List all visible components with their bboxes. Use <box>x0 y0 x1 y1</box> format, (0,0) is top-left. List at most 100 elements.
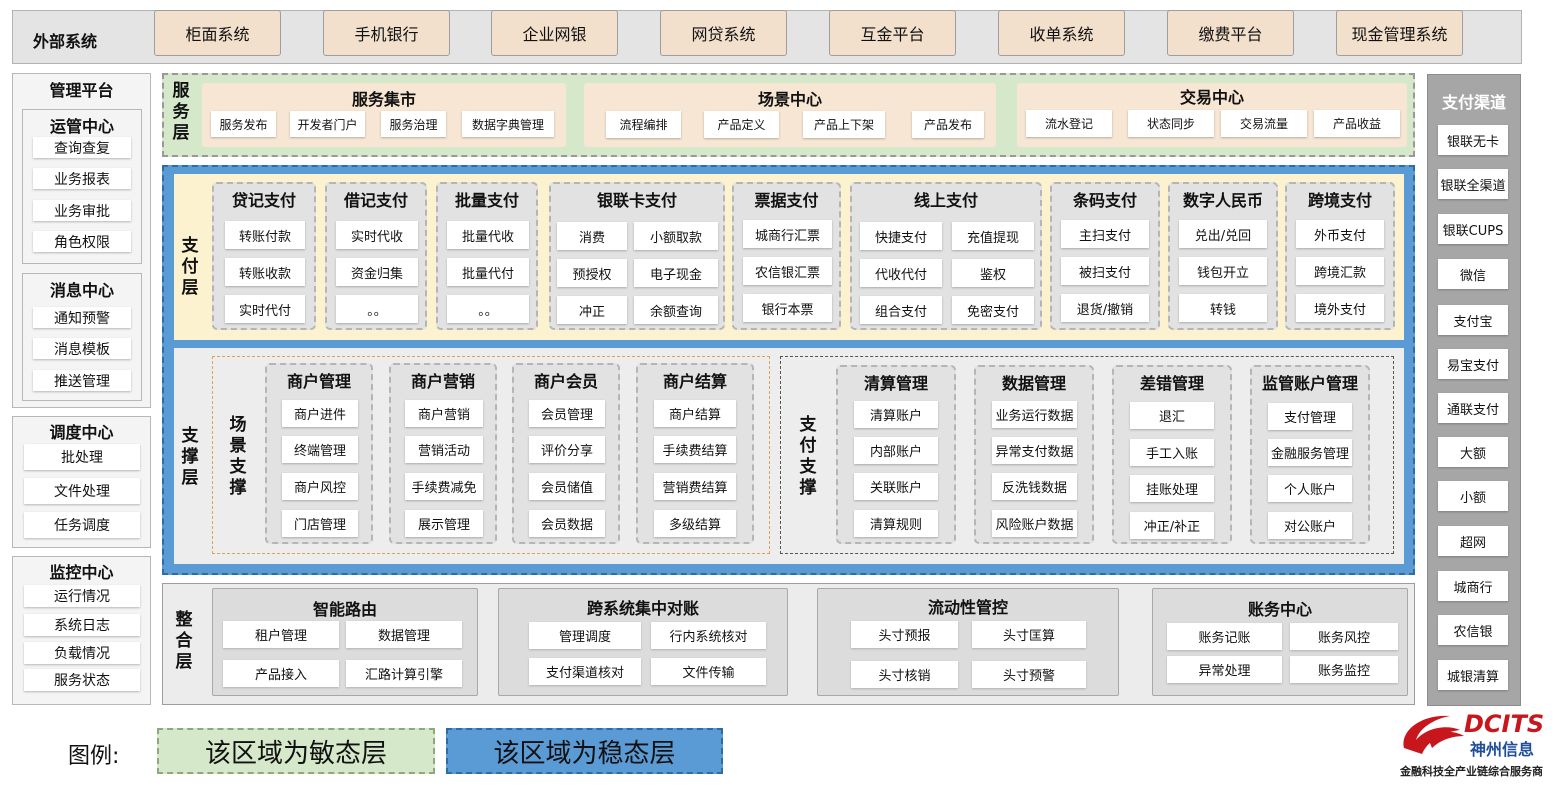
channel-unionpay-all[interactable]: 银联全渠道 <box>1438 169 1508 199</box>
pay-unionpay-item-2[interactable]: 小额取款 <box>634 222 718 250</box>
pay-barcode-item-3[interactable]: 退货/撤销 <box>1061 294 1149 322</box>
service-market-dev-portal[interactable]: 开发者门户 <box>290 111 365 137</box>
pay-ecny-item-2[interactable]: 钱包开立 <box>1179 257 1267 285</box>
errors-item-4[interactable]: 冲正/补正 <box>1130 512 1214 539</box>
pay-online-item-3[interactable]: 代收代付 <box>860 259 942 287</box>
pay-credit-item-2[interactable]: 转账收款 <box>225 258 305 286</box>
merchant-settlement-item-2[interactable]: 手续费结算 <box>654 436 736 463</box>
merchant-mgmt-item-2[interactable]: 终端管理 <box>282 436 358 463</box>
merchant-settlement-item-4[interactable]: 多级结算 <box>654 510 736 537</box>
accounting-item-1[interactable]: 账务记账 <box>1167 623 1282 650</box>
routing-item-3[interactable]: 产品接入 <box>223 660 339 687</box>
scene-center-orchestration[interactable]: 流程编排 <box>606 111 681 138</box>
channel-wechat[interactable]: 微信 <box>1438 259 1508 289</box>
trade-center-flow[interactable]: 交易流量 <box>1221 110 1307 137</box>
custody-item-3[interactable]: 个人账户 <box>1268 475 1352 502</box>
merchant-settlement-item-3[interactable]: 营销费结算 <box>654 473 736 500</box>
pay-barcode-item-1[interactable]: 主扫支付 <box>1061 220 1149 248</box>
errors-item-3[interactable]: 挂账处理 <box>1130 475 1214 502</box>
mgmt-item-tasks[interactable]: 任务调度 <box>24 512 140 538</box>
external-system-counter[interactable]: 柜面系统 <box>154 10 281 56</box>
merchant-mgmt-item-1[interactable]: 商户进件 <box>282 400 358 427</box>
merchant-marketing-item-3[interactable]: 手续费减免 <box>405 473 483 500</box>
pay-credit-item-3[interactable]: 实时代付 <box>225 295 305 323</box>
channel-yeepay[interactable]: 易宝支付 <box>1438 349 1508 379</box>
mgmt-item-push[interactable]: 推送管理 <box>33 370 131 391</box>
mgmt-item-running[interactable]: 运行情况 <box>24 585 140 607</box>
custody-item-4[interactable]: 对公账户 <box>1268 512 1352 539</box>
mgmt-item-notify[interactable]: 通知预警 <box>33 307 131 328</box>
external-system-cash-management[interactable]: 现金管理系统 <box>1336 10 1463 56</box>
merchant-member-item-4[interactable]: 会员数据 <box>529 510 605 537</box>
liquidity-item-3[interactable]: 头寸核销 <box>851 661 958 688</box>
data-mgmt-item-2[interactable]: 异常支付数据 <box>992 437 1077 464</box>
scene-center-product-define[interactable]: 产品定义 <box>704 111 779 138</box>
liquidity-item-1[interactable]: 头寸预报 <box>851 621 958 648</box>
mgmt-item-logs[interactable]: 系统日志 <box>24 614 140 636</box>
data-mgmt-item-3[interactable]: 反洗钱数据 <box>992 473 1077 500</box>
channel-small-value[interactable]: 小额 <box>1438 481 1508 511</box>
external-system-internet-finance[interactable]: 互金平台 <box>829 10 956 56</box>
mgmt-item-reports[interactable]: 业务报表 <box>33 168 131 189</box>
channel-city-clearing[interactable]: 城银清算 <box>1438 660 1508 690</box>
liquidity-item-2[interactable]: 头寸匡算 <box>972 621 1086 648</box>
channel-allinpay[interactable]: 通联支付 <box>1438 393 1508 423</box>
pay-debit-item-3[interactable]: 。。 <box>336 295 418 323</box>
external-system-acquiring[interactable]: 收单系统 <box>998 10 1125 56</box>
pay-online-item-1[interactable]: 快捷支付 <box>860 222 942 250</box>
merchant-member-item-1[interactable]: 会员管理 <box>529 400 605 427</box>
pay-unionpay-item-4[interactable]: 电子现金 <box>634 259 718 287</box>
service-market-dictionary[interactable]: 数据字典管理 <box>462 111 554 137</box>
clearing-item-1[interactable]: 清算账户 <box>854 401 938 428</box>
merchant-settlement-item-1[interactable]: 商户结算 <box>654 400 736 427</box>
trade-center-revenue[interactable]: 产品收益 <box>1314 110 1400 137</box>
errors-item-2[interactable]: 手工入账 <box>1130 439 1214 466</box>
reconcile-item-2[interactable]: 行内系统核对 <box>651 622 766 649</box>
accounting-item-3[interactable]: 异常处理 <box>1167 656 1282 683</box>
pay-unionpay-item-3[interactable]: 预授权 <box>557 259 627 287</box>
pay-unionpay-item-5[interactable]: 冲正 <box>557 296 627 324</box>
channel-large-value[interactable]: 大额 <box>1438 437 1508 467</box>
pay-online-item-2[interactable]: 充值提现 <box>952 222 1034 250</box>
mgmt-item-batch[interactable]: 批处理 <box>24 444 140 470</box>
merchant-mgmt-item-4[interactable]: 门店管理 <box>282 510 358 537</box>
mgmt-item-templates[interactable]: 消息模板 <box>33 338 131 359</box>
pay-batch-item-2[interactable]: 批量代付 <box>447 258 529 286</box>
pay-unionpay-item-6[interactable]: 余额查询 <box>634 296 718 324</box>
service-market-governance[interactable]: 服务治理 <box>381 111 446 137</box>
channel-city-banks[interactable]: 城商行 <box>1438 571 1508 601</box>
liquidity-item-4[interactable]: 头寸预警 <box>972 661 1086 688</box>
mgmt-item-roles[interactable]: 角色权限 <box>33 231 131 252</box>
pay-credit-item-1[interactable]: 转账付款 <box>225 221 305 249</box>
custody-item-2[interactable]: 金融服务管理 <box>1268 439 1352 466</box>
pay-bills-item-2[interactable]: 农信银汇票 <box>743 257 832 285</box>
pay-ecny-item-1[interactable]: 兑出/兑回 <box>1179 220 1267 248</box>
pay-online-item-5[interactable]: 组合支付 <box>860 296 942 324</box>
mgmt-item-files[interactable]: 文件处理 <box>24 478 140 504</box>
errors-item-1[interactable]: 退汇 <box>1130 402 1214 429</box>
channel-unionpay-cardless[interactable]: 银联无卡 <box>1438 125 1508 155</box>
pay-crossborder-item-1[interactable]: 外币支付 <box>1296 220 1384 248</box>
data-mgmt-item-4[interactable]: 风险账户数据 <box>992 510 1077 537</box>
mgmt-item-approval[interactable]: 业务审批 <box>33 200 131 221</box>
pay-ecny-item-3[interactable]: 转钱 <box>1179 294 1267 322</box>
clearing-item-3[interactable]: 关联账户 <box>854 473 938 500</box>
clearing-item-2[interactable]: 内部账户 <box>854 437 938 464</box>
trade-center-journal[interactable]: 流水登记 <box>1026 110 1112 137</box>
pay-batch-item-1[interactable]: 批量代收 <box>447 221 529 249</box>
external-system-online-loan[interactable]: 网贷系统 <box>660 10 787 56</box>
external-system-corporate-banking[interactable]: 企业网银 <box>491 10 618 56</box>
pay-unionpay-item-1[interactable]: 消费 <box>557 222 627 250</box>
pay-crossborder-item-2[interactable]: 跨境汇款 <box>1296 257 1384 285</box>
pay-debit-item-2[interactable]: 资金归集 <box>336 258 418 286</box>
scene-center-product-shelf[interactable]: 产品上下架 <box>803 111 885 138</box>
clearing-item-4[interactable]: 清算规则 <box>854 510 938 537</box>
pay-debit-item-1[interactable]: 实时代收 <box>336 221 418 249</box>
scene-center-product-release[interactable]: 产品发布 <box>912 111 984 138</box>
merchant-member-item-2[interactable]: 评价分享 <box>529 436 605 463</box>
merchant-member-item-3[interactable]: 会员储值 <box>529 473 605 500</box>
reconcile-item-4[interactable]: 文件传输 <box>651 658 766 685</box>
pay-batch-item-3[interactable]: 。。 <box>447 295 529 323</box>
external-system-mobile-banking[interactable]: 手机银行 <box>323 10 450 56</box>
custody-item-1[interactable]: 支付管理 <box>1268 403 1352 430</box>
